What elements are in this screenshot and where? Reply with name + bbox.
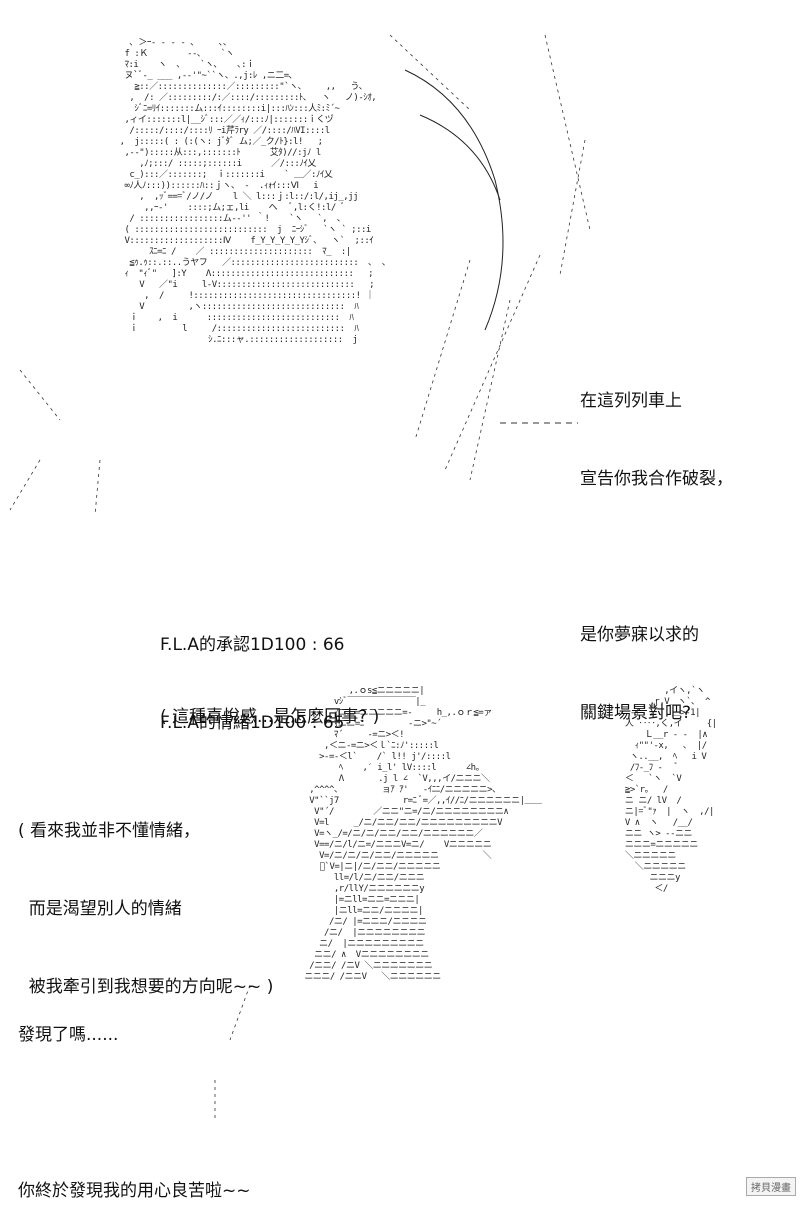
bottom-speech-text: 發現了嗎...... 你終於發現我的用心良苦啦~~ <box>18 970 251 1230</box>
roll-thought-text: ( 這種喜悅感...是怎麼回事? ) <box>160 652 379 756</box>
speed-lines-decoration <box>9 34 591 1120</box>
top-speech-text: 在這列列車上 宣告你我合作破裂， 是你夢寐以求的 關鍵場景對吧? <box>580 336 733 752</box>
roll-thought-line: ( 這種喜悅感...是怎麼回事? ) <box>160 707 380 727</box>
speech-pointer-line <box>500 422 578 424</box>
top-speech-line-3 <box>580 544 733 570</box>
bottom-speech-line-2 <box>18 1100 251 1126</box>
dice-roll-results: F.L.A的承認1D100 : 66 F.L.A的情緒1D100 : 65 <box>160 580 344 762</box>
roll-line-approval: F.L.A的承認1D100 : 66 <box>160 635 345 655</box>
top-speech-line-4: 是你夢寐以求的 <box>580 625 699 645</box>
bottom-thought-text: ( 看來我並非不懂情緒， 而是渴望別人的情緒 被我牽引到我想要的方向呢~~ ) <box>18 766 273 1026</box>
ascii-art-character-bottom: ,.ｏs≦ニニニニニ| vｼﾞ￣￣￣￣￣￣￣￣|_ ﾏニニ=ニニニニニ=‐ h_… <box>304 686 542 982</box>
ascii-art-character-top: ､ ＞ｰ‐ ‐ ‐ ‐ ､ ､、 f :Ｋ ‐-､ `ヽ ﾏ:i ヽ ､ `ヽ､… <box>119 38 387 345</box>
ascii-art-raised-arm: ,イヽ,`ヽ ,r,V＿ヽ`､ ^ ‐ｲ ,`、 ＿>‐1| 人 ‥‥,く,イ … <box>624 686 717 894</box>
roll-line-emotion: F.L.A的情緒1D100 : 65 <box>160 713 345 733</box>
bottom-thought-line-1: ( 看來我並非不懂情緒， <box>18 821 201 841</box>
bottom-thought-line-3: 被我牽引到我想要的方向呢~~ ) <box>18 977 274 997</box>
watermark-badge: 拷貝漫畫 <box>746 1177 796 1196</box>
bottom-speech-line-3: 你終於發現我的用心良苦啦~~ <box>18 1181 251 1201</box>
top-speech-line-5: 關鍵場景對吧? <box>580 703 692 723</box>
top-speech-line-2: 宣告你我合作破裂， <box>580 469 733 489</box>
bottom-speech-line-1: 發現了嗎...... <box>18 1025 119 1045</box>
bottom-thought-line-2: 而是渴望別人的情緒 <box>18 899 182 919</box>
top-speech-line-1: 在這列列車上 <box>580 391 682 411</box>
